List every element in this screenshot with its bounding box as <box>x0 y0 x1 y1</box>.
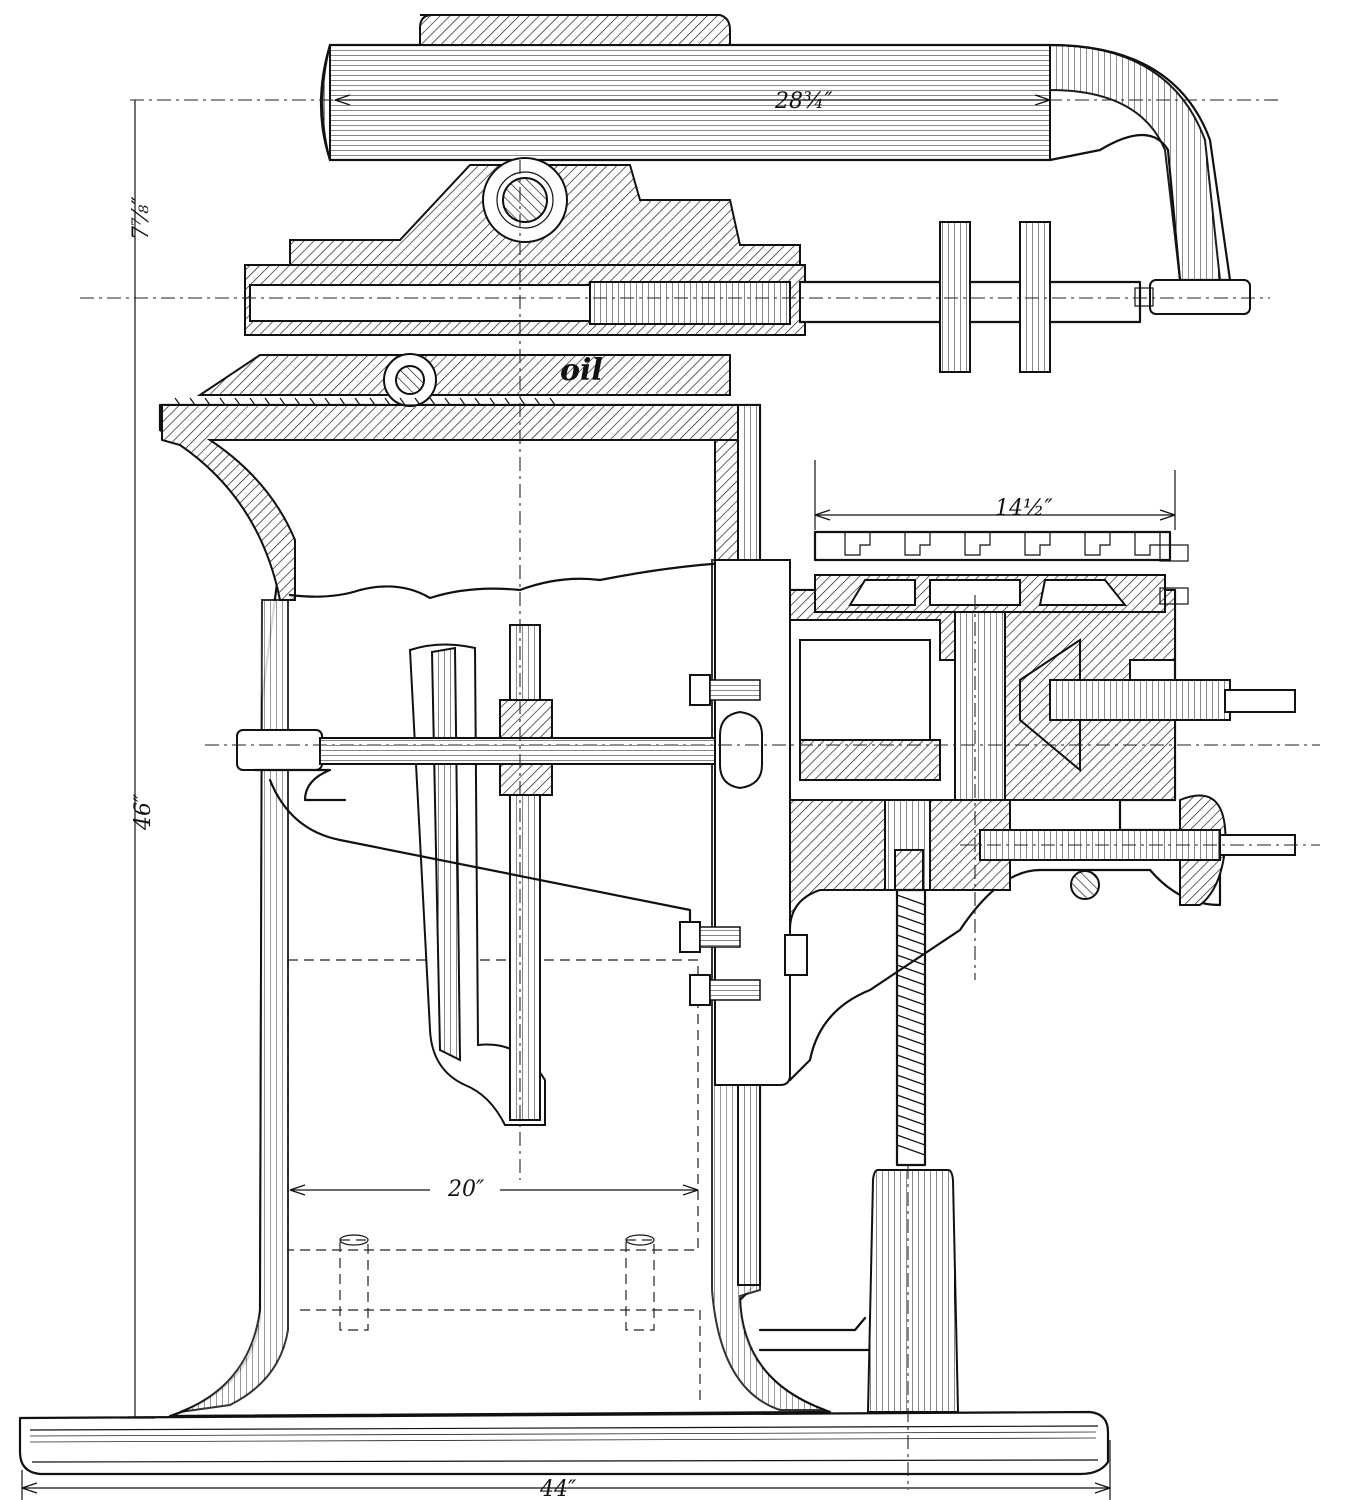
oil-label: oil <box>560 353 603 388</box>
knee-bolt-4 <box>784 934 808 976</box>
knee <box>714 559 1222 1086</box>
dimension-arm-height: 7⅞″ <box>129 100 154 298</box>
spindle-end-cap <box>1134 279 1251 315</box>
dim-overall-height-label: 46″ <box>131 793 156 831</box>
dim-arm-length-label: 28¾″ <box>774 89 833 114</box>
base-bolt-left <box>339 1234 369 1331</box>
bevel-gear-lower <box>979 794 1296 906</box>
knee-bolt-1 <box>689 674 761 706</box>
feed-shaft <box>236 729 791 932</box>
dimension-overall-height: 46″ <box>120 298 156 1419</box>
bevel-gear-upper <box>1019 638 1296 773</box>
dimension-column-width: 20″ <box>289 1170 699 1202</box>
base-bolt-right <box>625 1234 655 1331</box>
dim-column-width-label: 20″ <box>447 1177 485 1202</box>
dimension-base-length: 44″ <box>21 1440 1111 1500</box>
spindle-pulleys <box>939 221 1051 373</box>
knee-bolt-3 <box>689 974 761 1006</box>
screw-pedestal <box>758 1169 960 1413</box>
knee-bolt-2 <box>679 921 741 953</box>
spindle-housing <box>244 264 1142 336</box>
arm-bracket <box>289 157 801 271</box>
oil-well: oil <box>196 353 731 407</box>
dimension-arm-length: 28¾″ <box>334 89 1051 114</box>
base-plate <box>18 1410 1110 1476</box>
dim-base-length-label: 44″ <box>539 1477 577 1500</box>
dim-table-width-label: 14½″ <box>995 496 1053 521</box>
rack-teeth <box>170 397 560 406</box>
table <box>813 530 1189 613</box>
elevating-screw <box>884 799 931 1167</box>
dim-arm-height-label: 7⅞″ <box>129 196 154 240</box>
half-nut <box>719 710 763 790</box>
dimension-table-width: 14½″ <box>814 460 1176 530</box>
overarm <box>319 14 1232 282</box>
